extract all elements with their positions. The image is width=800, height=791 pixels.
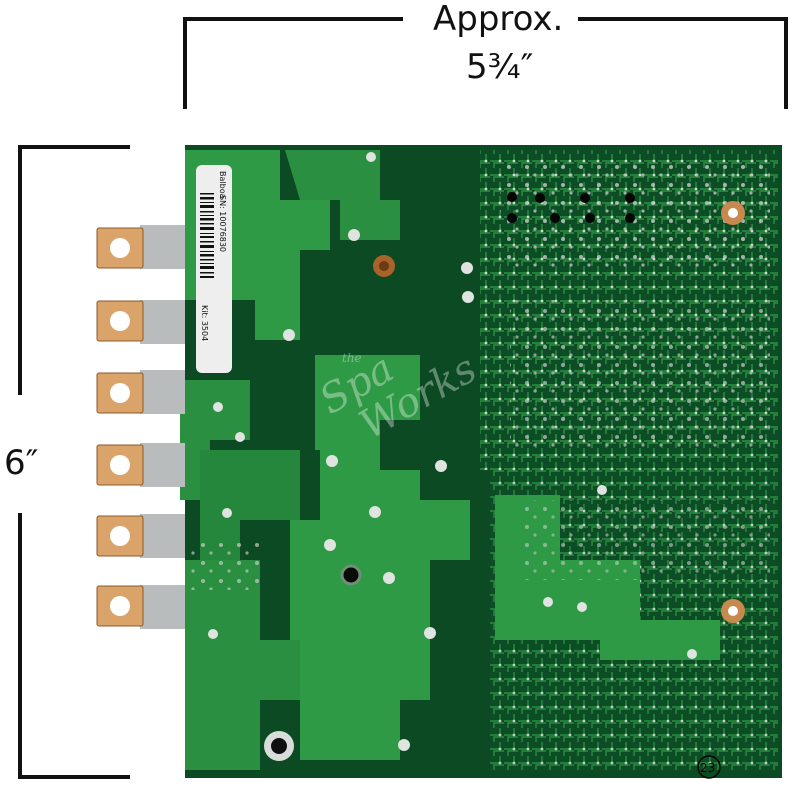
- terminal-tab-3: [96, 370, 185, 414]
- terminal-tabs: [96, 225, 185, 629]
- width-bracket-left-tick: [183, 17, 187, 109]
- terminal-tab-5: [96, 514, 185, 558]
- barcode-sticker: Balboa SN: 10076830 Kit: 3504: [196, 165, 232, 373]
- terminal-tab-1: [96, 225, 185, 269]
- solder-field-2: [510, 300, 770, 450]
- large-solder-points: [208, 152, 697, 751]
- mounting-hole-top-right: [721, 201, 745, 225]
- terminal-tab-2: [96, 300, 185, 344]
- relay-plane: [180, 380, 250, 500]
- mounting-hole-bottom-right: [721, 599, 745, 623]
- barcode-brand: Balboa: [218, 171, 227, 199]
- via-large: [340, 564, 362, 586]
- board-marking: 23: [697, 755, 721, 779]
- height-dimension-label: 6″: [4, 443, 39, 483]
- height-bracket-bottom-tick: [18, 775, 130, 779]
- relay-plane-2: [200, 450, 300, 560]
- board-marking-text: 23: [700, 761, 715, 775]
- barcode-serial: SN: 10076830: [218, 195, 227, 252]
- approx-label: Approx.: [433, 0, 564, 39]
- mounting-hole-bottom: [264, 731, 294, 761]
- mounting-hole-center: [373, 255, 395, 277]
- terminal-tab-4: [96, 443, 185, 487]
- width-bracket-left-segment: [183, 17, 403, 21]
- width-dimension-label: 5¾″: [466, 47, 534, 87]
- diode-row: [507, 192, 635, 223]
- height-bracket-upper-segment: [18, 145, 22, 395]
- height-bracket-top-tick: [18, 145, 130, 149]
- width-bracket-right-tick: [784, 17, 788, 109]
- width-bracket-right-segment: [578, 17, 788, 21]
- solder-field-3: [520, 500, 770, 580]
- watermark-prefix: the: [342, 351, 362, 365]
- ground-plane-mid: [285, 150, 400, 240]
- barcode-kit: Kit: 3504: [200, 305, 209, 341]
- terminal-tab-6: [96, 585, 185, 629]
- height-bracket-lower-segment: [18, 513, 22, 779]
- power-plane-lower-left: [185, 560, 300, 770]
- solder-field-4: [190, 540, 260, 590]
